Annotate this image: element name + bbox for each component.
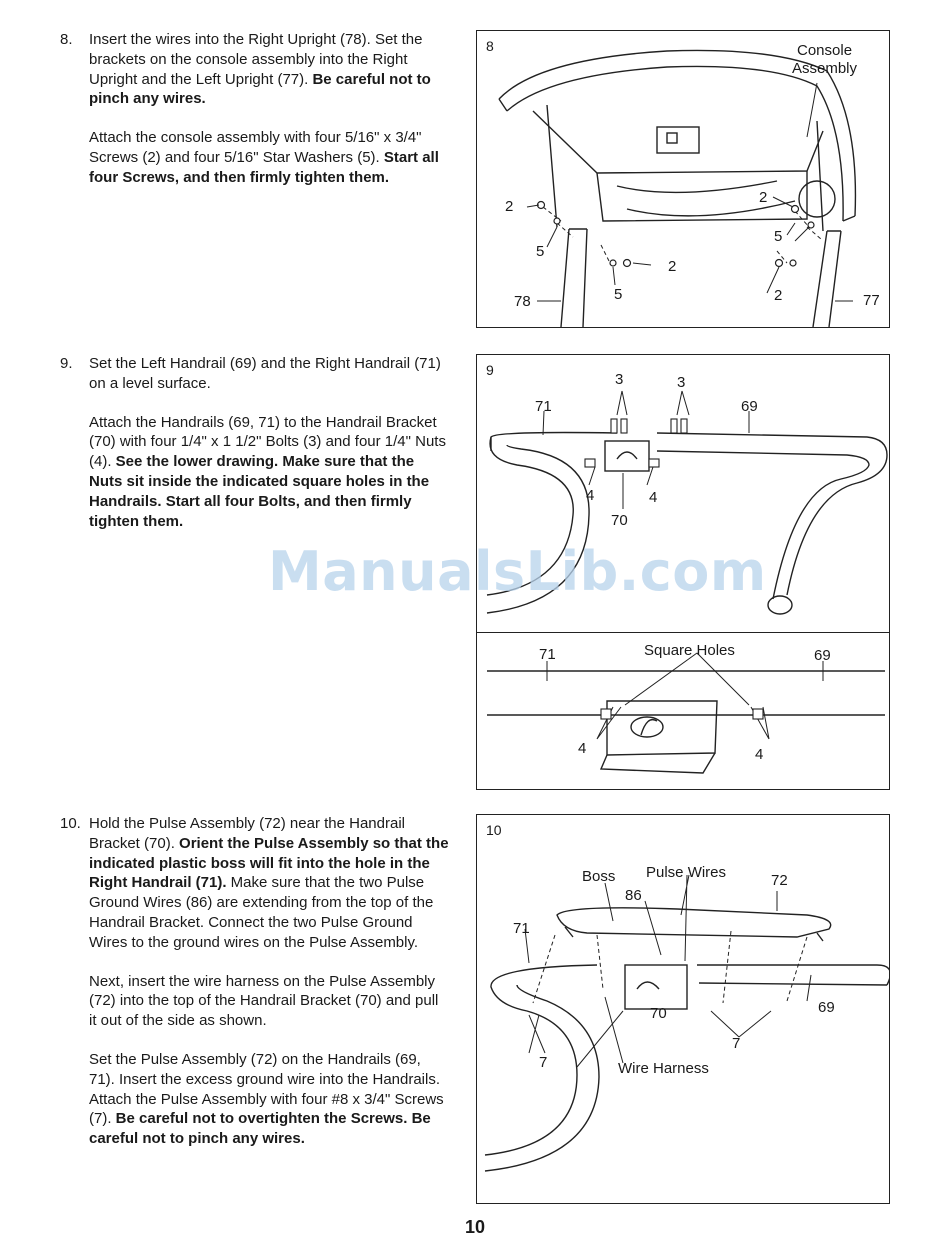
wire-harness-label: Wire Harness [618,1060,709,1077]
emphasis-text: Orient the Pulse Assembly so that the in… [89,834,449,892]
bolt-label: 3 [677,374,686,391]
step-10: 10. Hold the Pulse Assembly (72) near the… [60,814,450,1168]
boss-label: Boss [582,868,616,885]
screw-label: 2 [505,198,514,215]
screw-label: 7 [539,1054,548,1071]
instruction-text: Set the Pulse Assembly (72) on the Handr… [89,1050,444,1128]
detail-nut-label: 4 [578,740,587,757]
step-number: 10. [60,815,81,832]
console-assembly-drawing [498,49,857,327]
figure-8-panel: 8 Console Assembly 2 [476,30,890,328]
washer-label: 5 [774,228,783,245]
pulse-assembly-label: 72 [771,872,788,889]
instruction-text: Attach the console assembly with four 5/… [89,129,422,166]
instruction-text: Hold the Pulse Assembly (72) near the Ha… [89,815,405,852]
emphasis-text: Start all four Screws, and then firmly t… [89,148,439,186]
figure-10-panel: 10 Boss Pulse Wires 72 86 71 69 70 7 7 W… [476,814,890,1204]
console-assembly-label: Console [797,42,853,59]
detail-divider [477,632,889,633]
screw-label: 7 [732,1035,741,1052]
instruction-paragraph: Attach the Handrails (69, 71) to the Han… [60,413,450,532]
watermark: ManualsLib.com [268,540,767,603]
console-assembly-label-2: Assembly [792,60,858,77]
detail-right-handrail-label: 71 [539,646,556,663]
left-upright-label: 77 [863,292,880,309]
instruction-text: Set the Left Handrail (69) and the Right… [89,355,441,392]
step-9: 9. Set the Left Handrail (69) and the Rig… [60,354,450,550]
handrail-drawing [486,390,888,774]
screw-label: 2 [668,258,677,275]
nut-label: 4 [649,489,658,506]
instruction-text: Make sure that the two Pulse Ground Wire… [89,874,434,951]
right-handrail-label: 71 [535,398,552,415]
detail-nut-label: 4 [755,746,764,763]
instruction-text: Attach the Handrails (69, 71) to the Han… [89,413,446,471]
nut-label: 4 [586,487,595,504]
left-handrail-label: 69 [818,999,835,1016]
handrail-bracket-label: 70 [611,512,628,529]
step-number: 9. [60,355,73,372]
figure-number: 9 [486,362,494,378]
figure-number: 10 [486,822,502,838]
handrail-bracket-label: 70 [650,1005,667,1022]
instruction-paragraph: Insert the wires into the Right Upright … [60,30,450,109]
instruction-paragraph: Attach the console assembly with four 5/… [60,128,450,187]
washer-label: 5 [536,243,545,260]
instruction-paragraph: Set the Left Handrail (69) and the Right… [60,354,450,394]
instruction-text: Next, insert the wire harness on the Pul… [89,972,439,1030]
pulse-assembly-drawing [484,874,889,1172]
square-holes-label: Square Holes [644,642,735,659]
figure-number: 8 [486,38,494,54]
emphasis-text: Be careful not to overtighten the Screws… [89,1110,431,1148]
emphasis-text: Be careful not to pinch any wires. [89,70,431,108]
left-handrail-label: 69 [741,398,758,415]
detail-left-handrail-label: 69 [814,647,831,664]
washer-label: 5 [614,286,623,303]
screw-label: 2 [774,287,783,304]
instruction-paragraph: Set the Pulse Assembly (72) on the Handr… [60,1050,450,1149]
step-number: 8. [60,31,73,48]
emphasis-text: See the lower drawing. Make sure that th… [89,453,430,530]
instruction-text: Insert the wires into the Right Upright … [89,31,423,88]
instruction-paragraph: Hold the Pulse Assembly (72) near the Ha… [60,814,450,953]
instruction-paragraph: Next, insert the wire harness on the Pul… [60,972,450,1031]
right-upright-label: 78 [514,293,531,310]
pulse-wires-label: Pulse Wires [646,864,727,881]
page-number: 10 [464,1217,486,1237]
ground-wires-label: 86 [625,887,642,904]
right-handrail-label: 71 [513,920,530,937]
step-8: 8. Insert the wires into the Right Uprigh… [60,30,450,207]
figure-9-panel: 9 3 3 71 69 4 4 [476,354,890,790]
bolt-label: 3 [615,371,624,388]
screw-label: 2 [759,189,768,206]
